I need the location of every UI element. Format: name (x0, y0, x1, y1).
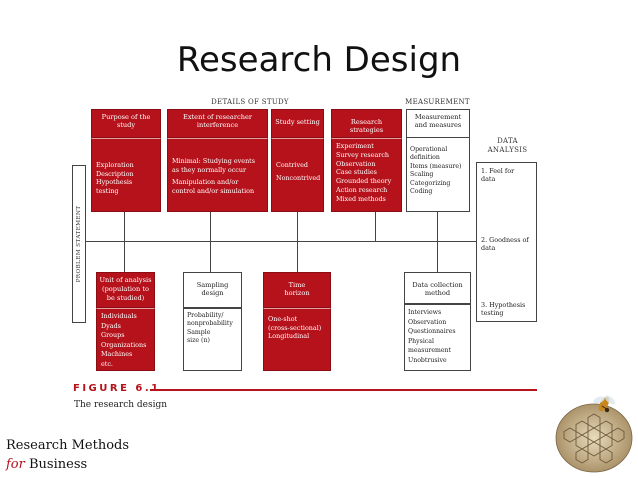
purpose-head: Purpose of the study (91, 109, 161, 138)
wasp-nest-image (555, 395, 633, 473)
measurement-body: Operational definition Items (measure) S… (406, 138, 470, 212)
collection-item: Physical measurement (408, 337, 451, 355)
measurement-item: Scaling (410, 171, 434, 179)
setting-head: Study setting (271, 109, 324, 138)
setting-item: Noncontrived (276, 173, 321, 182)
figure-caption: The research design (74, 400, 168, 410)
problem-statement-label: PROBLEM STATEMENT (76, 205, 82, 283)
collection-head: Data collection method (404, 272, 471, 304)
interference-body: Minimal: Studying events as they normall… (167, 138, 268, 212)
collection-item: Unobtrusive (408, 356, 447, 364)
unit-item: Organizations (101, 340, 147, 349)
time-body: One-shot (cross-sectional) Longitudinal (263, 308, 331, 371)
purpose-item: Hypothesis testing (96, 178, 133, 195)
time-head: Time horizon (263, 272, 331, 308)
interference-head: Extent of researcher interference (167, 109, 268, 138)
strategy-item: Mixed methods (336, 194, 386, 203)
strategy-item: Survey research (336, 150, 390, 159)
strategy-item: Action research (336, 185, 388, 194)
unit-head: Unit of analysis (population to be studi… (96, 272, 155, 308)
strategy-item: Experiment (336, 142, 374, 150)
collection-item: Observation (408, 318, 447, 326)
purpose-item: Description (96, 169, 134, 178)
purpose-body: Exploration Description Hypothesis testi… (91, 138, 161, 212)
data-analysis-item: 2. Goodness of data (481, 236, 529, 253)
measurement-head: Measurement and measures (406, 109, 470, 138)
time-item: Longitudinal (268, 332, 310, 341)
measurement-item: Items (measure) (410, 162, 462, 170)
measurement-item: Operational definition (410, 146, 448, 162)
header-details-of-study: DETAILS OF STUDY (211, 98, 289, 106)
problem-statement-box: PROBLEM STATEMENT (72, 165, 86, 323)
unit-body: Individuals Dyads Groups Organizations M… (96, 308, 155, 371)
data-analysis-box: 1. Feel for data 2. Goodness of data 3. … (476, 162, 537, 322)
data-analysis-item: 3. Hypothesis testing (481, 301, 526, 318)
purpose-item: Exploration (96, 161, 134, 169)
strategy-item: Observation (336, 159, 376, 168)
strategies-body: Experiment Survey research Observation C… (331, 138, 402, 212)
sampling-item: Sample size (n) (187, 328, 211, 345)
main-connector-line (86, 241, 476, 242)
collection-item: Questionnaires (408, 328, 456, 336)
setting-body: Contrived Noncontrived (271, 138, 324, 212)
collection-body: Interviews Observation Questionnaires Ph… (404, 304, 471, 371)
strategy-item: Case studies (336, 168, 377, 177)
footer-business: Business (24, 457, 88, 472)
header-measurement: MEASUREMENT (405, 98, 470, 106)
footer-for: for (6, 457, 25, 472)
time-item: One-shot (cross-sectional) (268, 315, 322, 332)
unit-item: Dyads (101, 321, 121, 330)
footer-line2: for Business (6, 457, 87, 472)
wasp-icon (593, 395, 615, 413)
connector-setting (297, 212, 298, 272)
unit-item: etc. (101, 359, 113, 368)
collection-item: Interviews (408, 309, 442, 316)
connector-interference (210, 212, 211, 272)
figure-rule (150, 389, 537, 391)
sampling-item: Probability/ nonprobability (187, 312, 233, 328)
connector-measurement (437, 212, 438, 272)
unit-item: Individuals (101, 312, 137, 320)
sampling-body: Probability/ nonprobability Sample size … (183, 308, 242, 371)
header-data-analysis: DATA ANALYSIS (487, 137, 528, 154)
measurement-item: Categorizing (410, 179, 451, 187)
strategies-head: Research strategies (331, 109, 402, 138)
data-analysis-item: 1. Feel for data (481, 167, 515, 184)
setting-item: Contrived (276, 161, 309, 169)
unit-item: Machines (101, 350, 133, 359)
connector-purpose (124, 212, 125, 272)
slide-title: Research Design (176, 40, 462, 80)
strategy-item: Grounded theory (336, 177, 392, 186)
footer-line1: Research Methods (6, 438, 130, 453)
unit-item: Groups (101, 331, 125, 340)
figure-label: FIGURE 6.1 (73, 383, 161, 394)
sampling-head: Sampling design (183, 272, 242, 308)
measurement-item: Coding (410, 188, 433, 196)
connector-strategies (375, 212, 376, 242)
interference-item: Manipulation and/or control and/or simul… (172, 178, 255, 195)
interference-item: Minimal: Studying events as they normall… (172, 157, 256, 174)
